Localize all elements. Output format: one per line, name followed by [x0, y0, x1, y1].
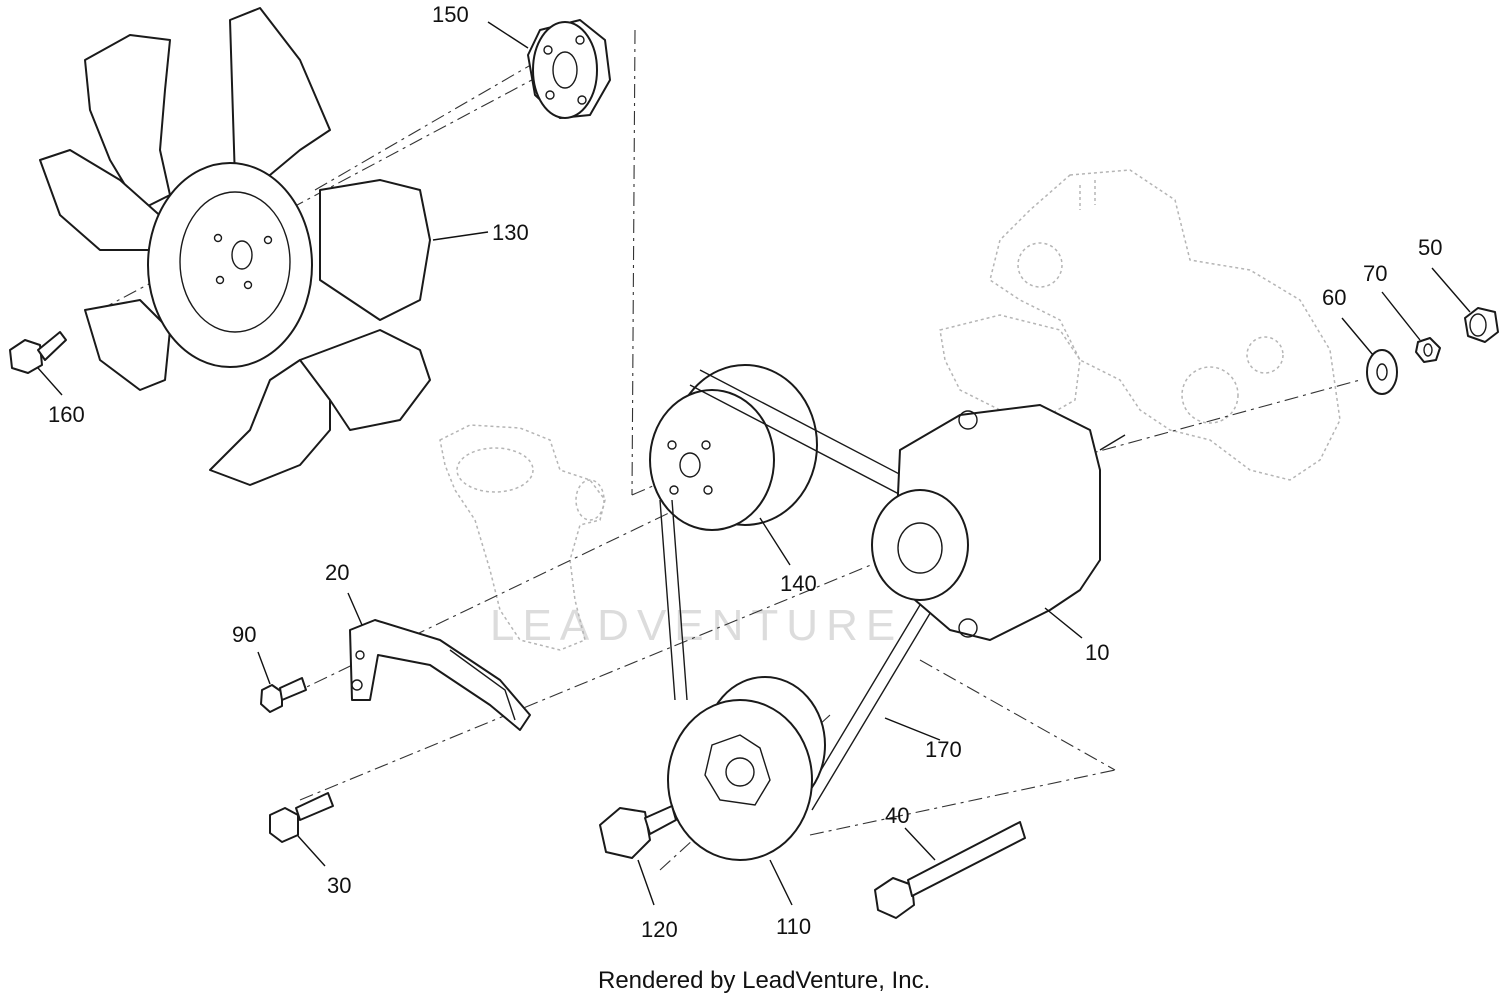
callout-10: 10 — [1085, 640, 1109, 665]
callout-70: 70 — [1363, 261, 1387, 286]
callout-leaders — [37, 21, 1471, 906]
callout-50: 50 — [1418, 235, 1442, 260]
callout-60: 60 — [1322, 285, 1346, 310]
callout-120: 120 — [641, 917, 678, 942]
water-pump-ghost — [439, 424, 606, 651]
callout-130: 130 — [492, 220, 529, 245]
callout-110: 110 — [776, 914, 811, 939]
callout-140: 140 — [780, 571, 817, 596]
callout-150: 150 — [432, 2, 469, 27]
bolt-90[interactable] — [260, 677, 307, 713]
callout-20: 20 — [325, 560, 349, 585]
engine-block-ghost — [939, 169, 1341, 481]
v-belt-170[interactable] — [659, 369, 963, 811]
callout-160: 160 — [48, 402, 85, 427]
nut-50[interactable] — [1464, 307, 1499, 343]
callout-40: 40 — [885, 803, 909, 828]
watermark: LEADVENTURE — [490, 601, 903, 650]
cooling-fan-130[interactable] — [39, 7, 431, 486]
callout-labels: 150 130 160 50 70 60 140 10 20 90 170 40… — [48, 2, 1442, 942]
spacer-150[interactable] — [527, 19, 611, 119]
washer-60[interactable] — [1366, 349, 1398, 395]
bolt-160[interactable] — [9, 331, 67, 374]
bolt-30[interactable] — [269, 792, 334, 843]
bracket-20[interactable] — [349, 619, 531, 731]
lock-washer-70[interactable] — [1415, 337, 1441, 363]
crank-pulley-110[interactable] — [667, 676, 826, 861]
callout-90: 90 — [232, 622, 256, 647]
bolt-120[interactable] — [599, 805, 677, 859]
render-credit: Rendered by LeadVenture, Inc. — [598, 967, 930, 994]
callout-30: 30 — [327, 873, 351, 898]
alternator-10[interactable] — [871, 404, 1126, 641]
fan-pulley-140[interactable] — [649, 364, 818, 531]
callout-170: 170 — [925, 737, 962, 762]
bolt-40[interactable] — [874, 821, 1026, 919]
